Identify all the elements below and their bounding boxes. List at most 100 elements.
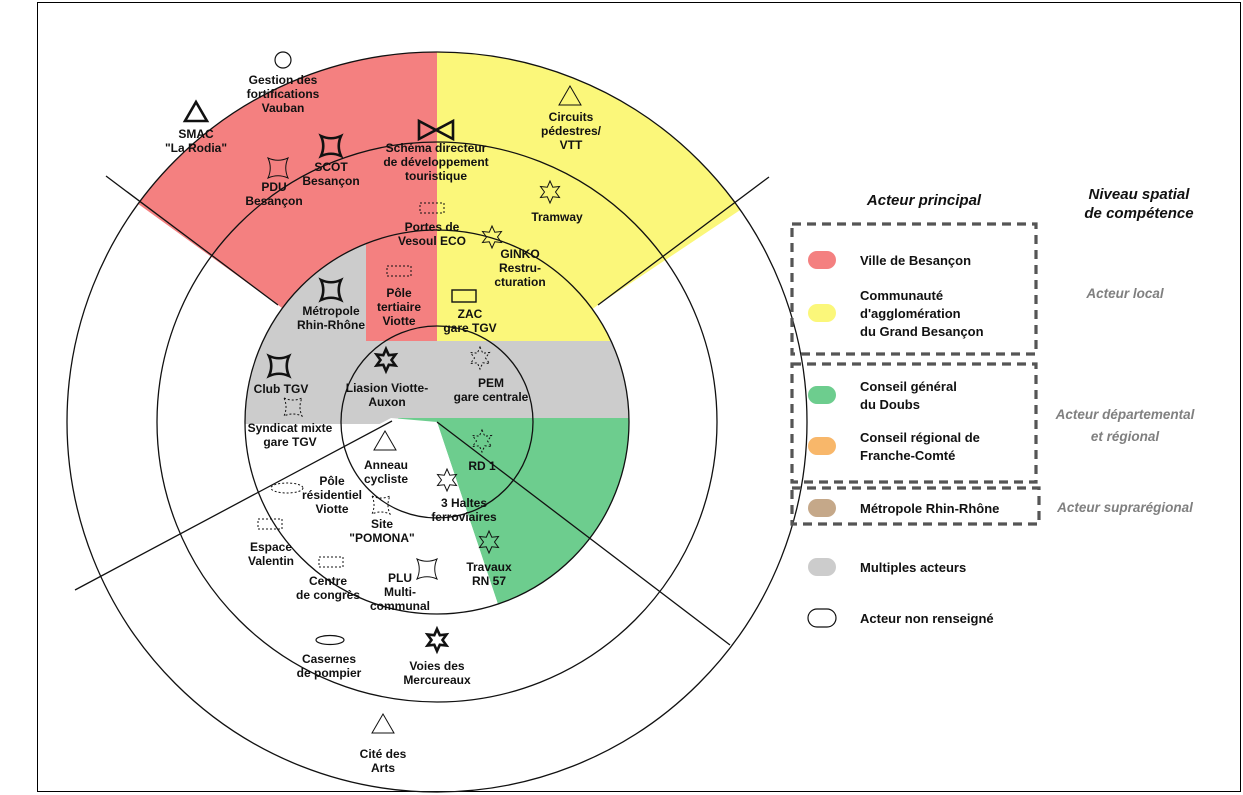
zac-gare-label-line: gare TGV [443, 321, 496, 335]
syndicat-mixte-label-line: Syndicat mixte [248, 421, 333, 435]
legend-label-none: Acteur non renseigné [860, 611, 994, 626]
metropole-rr-label-line: Rhin-Rhône [297, 318, 365, 332]
legend-level-label: Acteur local [1085, 286, 1164, 301]
legend-swatch-cg [808, 386, 836, 404]
centre-congres-label-line: de congrès [296, 588, 360, 602]
legend-swatch-ville [808, 251, 836, 269]
voies-mercureaux-label-line: Voies des [409, 659, 464, 673]
legend-level-label: et régional [1091, 429, 1160, 444]
pole-tertiaire-rect-dashed-icon [386, 265, 412, 277]
anneau-cycliste-label-line: Anneau [364, 458, 408, 472]
legend-label-cg: du Doubs [860, 397, 920, 412]
legend-label-agglo: Communauté [860, 288, 943, 303]
legend-label-multiple: Multiples acteurs [860, 560, 966, 575]
cite-arts-label-line: Arts [371, 761, 395, 775]
pole-tertiaire-label-line: Viotte [382, 314, 415, 328]
voies-mercureaux-star-bold-icon [424, 625, 450, 655]
site-pomona-label-line: Site [371, 517, 393, 531]
casernes-pompier-ellipse-icon [315, 634, 345, 646]
smac-rodia-label-line: "La Rodia" [165, 141, 227, 155]
legend-swatch-agglo [808, 304, 836, 322]
smac-rodia-label-line: SMAC [178, 127, 214, 141]
ginko-label-line: Restru- [499, 261, 541, 275]
legend-label-ville: Ville de Besançon [860, 253, 971, 268]
legend-swatch-none [807, 608, 837, 628]
legend-group-box [790, 362, 1038, 484]
cite-arts-label-line: Cité des [360, 747, 407, 761]
figure-frame [37, 2, 1241, 792]
sector-non-renseigne [245, 418, 530, 614]
haltes-ferroviaires-star-icon [436, 467, 458, 493]
scot-besancon-concave-bold-icon [318, 133, 344, 159]
plu-label-line: PLU [388, 571, 412, 585]
club-tgv-label-line: Club TGV [254, 382, 309, 396]
gestion-fortifications-label-line: Vauban [262, 101, 305, 115]
portes-vesoul-label-line: Vesoul ECO [398, 234, 466, 248]
casernes-pompier-label-line: Casernes [302, 652, 356, 666]
zac-gare-label-line: ZAC [458, 307, 483, 321]
pem-gare-label-line: PEM [478, 376, 504, 390]
divider-lines [74, 175, 770, 646]
centre-congres-rect-dashed-icon [318, 556, 344, 568]
metropole-rr-label-line: Métropole [302, 304, 360, 318]
espace-valentin-rect-dashed-icon [257, 518, 283, 530]
espace-valentin-label-line: Espace [250, 540, 292, 554]
travaux-rn57-star-icon [478, 529, 500, 555]
schema-directeur-label-line: Schéma directeur [386, 141, 487, 155]
gestion-fortifications-label-line: Gestion des [249, 73, 318, 87]
legend-header-level: de compétence [1084, 205, 1193, 222]
anneau-cycliste-triangle-icon [373, 430, 397, 451]
haltes-ferroviaires-label-line: 3 Haltes [441, 496, 487, 510]
voies-mercureaux-label-line: Mercureaux [403, 673, 471, 687]
scot-besancon-label-line: SCOT [314, 160, 348, 174]
circuits-pedestres-label-line: Circuits [549, 110, 594, 124]
legend-swatch-cr [808, 437, 836, 455]
schema-directeur-label-line: touristique [405, 169, 467, 183]
smac-rodia-triangle-bold-icon [182, 99, 210, 123]
legend-label-cr: Franche-Comté [860, 448, 955, 463]
ginko-label-line: GINKO [500, 247, 539, 261]
legend-label-cg: Conseil général [860, 379, 957, 394]
plu-label-line: Multi- [384, 585, 416, 599]
legend-swatch-metropole [808, 499, 836, 517]
zac-gare-rect-icon [451, 289, 477, 303]
legend-group-box [790, 486, 1041, 526]
anneau-cycliste-label-line: cycliste [364, 472, 408, 486]
metropole-rr-concave-bold-icon [318, 277, 344, 303]
legend-header-level: Niveau spatial [1089, 186, 1191, 203]
tramway-label-line: Tramway [531, 210, 583, 224]
travaux-rn57-label-line: RN 57 [472, 574, 506, 588]
legend-level-label: Acteur suprarégional [1056, 500, 1193, 515]
pem-gare-star-dashed-icon [469, 345, 491, 371]
sector-ville-pole-tertiaire [366, 230, 437, 341]
legend-label-cr: Conseil régional de [860, 430, 980, 445]
ginko-star-icon [481, 224, 503, 250]
circuits-pedestres-label-line: VTT [560, 138, 583, 152]
syndicat-mixte-concave-dashed-icon [283, 397, 303, 417]
legend-level-label: Acteur départemental [1055, 407, 1195, 422]
ginko-label-line: cturation [494, 275, 545, 289]
legend-swatch-multiple [808, 558, 836, 576]
legend-group-box [790, 222, 1038, 356]
club-tgv-concave-bold-icon [266, 353, 292, 379]
casernes-pompier-label-line: de pompier [297, 666, 362, 680]
pdu-besancon-label-line: Besançon [245, 194, 302, 208]
pem-gare-label-line: gare centrale [454, 390, 529, 404]
rings [66, 51, 808, 793]
plu-concave-icon [416, 558, 438, 580]
schema-directeur-bowtie-icon [417, 118, 455, 142]
gestion-fortifications-circle-icon [274, 51, 292, 69]
centre-congres-label-line: Centre [309, 574, 347, 588]
liaison-viotte-label-line: Auxon [368, 395, 405, 409]
legend-header-actor: Acteur principal [866, 192, 982, 209]
schema-directeur-label-line: de développement [383, 155, 488, 169]
plu-label-line: communal [370, 599, 430, 613]
legend-label-agglo: du Grand Besançon [860, 324, 984, 339]
legend-label-agglo: d'agglomération [860, 306, 961, 321]
liaison-viotte-label-line: Liasion Viotte- [346, 381, 428, 395]
site-pomona-label-line: "POMONA" [349, 531, 414, 545]
rd1-star-dashed-icon [471, 428, 493, 454]
pole-residentiel-label-line: résidentiel [302, 488, 362, 502]
site-pomona-concave-dashed-icon [371, 495, 391, 515]
pdu-besancon-concave-icon [267, 157, 289, 179]
